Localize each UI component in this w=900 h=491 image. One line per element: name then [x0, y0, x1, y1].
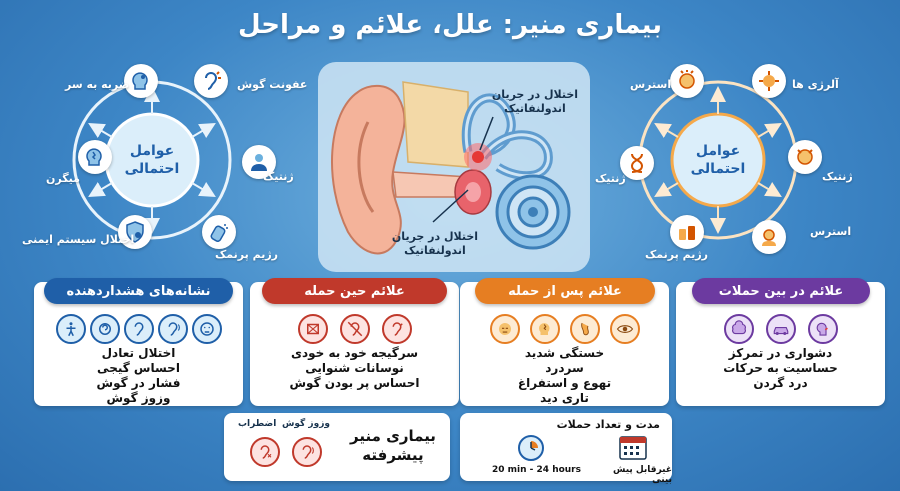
between-lines: دشواری در تمرکز حساسیت به حرکات درد گردن [676, 346, 885, 391]
left-cycle-center: عوامل احتمالی [124, 142, 180, 177]
vertigo-icon [297, 314, 328, 344]
between-line: درد گردن [753, 376, 808, 390]
after-line: تهوع و استفراغ [517, 376, 612, 390]
migraine-head-icon [78, 140, 112, 174]
between-line: حساسیت به حرکات [723, 361, 838, 375]
warning-icons [34, 314, 243, 344]
clock-icon [518, 435, 544, 461]
warning-line: احساس گیجی [97, 361, 180, 375]
right-causes-cycle: عوامل احتمالی [618, 60, 822, 260]
after-lines: خستگی شدید سردرد تهوع و استفراغ تاری دید [460, 346, 669, 406]
eye-icon [609, 314, 640, 344]
tired-icon [489, 314, 520, 344]
tinnitus-ear-icon [292, 437, 322, 467]
warning-line: اختلال تعادل [101, 346, 176, 360]
warning-line: وزوز گوش [106, 391, 171, 405]
panel-warning-title: نشانه‌های هشداردهنده [44, 278, 233, 304]
inner-ear-illustration: اختلال در جریان اندولنفاتیک اختلال در جر… [318, 62, 590, 272]
left-label-head-injury: ضربه به سر [65, 78, 130, 91]
gene-person-icon [242, 145, 276, 179]
ear-anatomy-drawing [318, 62, 590, 272]
advanced-label-anxiety: اضطراب [238, 419, 277, 429]
after-line: تاری دید [540, 391, 589, 405]
head-injury-icon [124, 64, 158, 98]
warning-lines: اختلال تعادل احساس گیجی فشار در گوش وزوز… [34, 346, 243, 406]
hearing-loss-icon [339, 314, 370, 344]
ear-label-bottom: اختلال در جریان اندولنفاتیک [391, 230, 479, 257]
stressed-head-icon [670, 64, 704, 98]
during-lines: سرگیجه خود به خودی نوسانات شنوایی احساس … [250, 346, 459, 391]
ear-pressure-icon [123, 314, 154, 344]
salt-food-icon [670, 215, 704, 249]
right-label-stress-2: استرس [630, 78, 672, 91]
duration-box: مدت و تعداد حملات 20 min - 24 hours غیرق… [460, 413, 672, 485]
advanced-title: بیماری منیر پیشرفته [350, 427, 436, 464]
duration-title: مدت و تعداد حملات [556, 418, 660, 431]
after-line: خستگی شدید [524, 346, 605, 360]
duration-time-label: 20 min - 24 hours [492, 465, 581, 475]
left-label-genetics: ژنتیک [263, 170, 294, 183]
panel-during-title: علائم حین حمله [262, 278, 447, 304]
left-label-migraine: میگرن [46, 172, 80, 185]
advanced-label-tinnitus: وزوز گوش [282, 419, 330, 429]
dna-icon [620, 146, 654, 180]
right-label-allergy: آلرژی ها [792, 78, 839, 91]
during-line: سرگیجه خود به خودی [290, 346, 419, 360]
dizzy-icon [89, 314, 120, 344]
between-line: دشواری در تمرکز [728, 346, 833, 360]
balance-icon [55, 314, 86, 344]
left-label-immune: اختلال سیستم ایمنی [22, 233, 135, 246]
page-title: بیماری منیر: علل، علائم و مراحل [238, 10, 662, 40]
during-icons [250, 314, 459, 344]
right-label-stress-1: استرس [810, 225, 852, 238]
panel-between-title: علائم در بین حملات [692, 278, 870, 304]
panel-after-title: علائم پس از حمله [475, 278, 655, 304]
immune-shield-icon [118, 215, 152, 249]
right-cycle-center: عوامل احتمالی [690, 142, 746, 177]
anxiety-ear-icon [250, 437, 280, 467]
right-label-salt-diet: رژیم پرنمک [645, 248, 708, 261]
stress-person-icon [752, 220, 786, 254]
left-causes-cycle: عوامل احتمالی [52, 60, 276, 260]
neck-icon [807, 314, 838, 344]
headache-icon [529, 314, 560, 344]
during-line: نوسانات شنوایی [305, 361, 404, 375]
after-line: سردرد [545, 361, 584, 375]
nausea-icon [569, 314, 600, 344]
between-icons [676, 314, 885, 344]
after-icons [460, 314, 669, 344]
face-icon [191, 314, 222, 344]
warning-line: فشار در گوش [96, 376, 181, 390]
calendar-icon [618, 433, 648, 461]
tinnitus-icon [157, 314, 188, 344]
during-line: احساس پر بودن گوش [289, 376, 420, 390]
duration-calendar-label: غیرقابل پیش بینی [612, 465, 672, 485]
right-label-genetics-1: ژنتیک [822, 170, 853, 183]
ear-label-top: اختلال در جریان اندولنفاتیک [491, 88, 579, 115]
ear-full-icon [381, 314, 412, 344]
cycle-ring [638, 80, 798, 240]
ear-infection-icon [194, 64, 228, 98]
left-label-salt-diet: رژیم پرنمک [215, 248, 278, 261]
car-icon [765, 314, 796, 344]
left-label-ear-infection: عفونت گوش [237, 78, 308, 91]
brain-icon [723, 314, 754, 344]
salt-shaker-icon [202, 215, 236, 249]
advanced-meniere-box: بیماری منیر پیشرفته اضطراب وزوز گوش [224, 413, 450, 481]
stress-head-icon [788, 140, 822, 174]
allergy-icon [752, 64, 786, 98]
right-label-genetics-2: ژنتیک [595, 172, 626, 185]
